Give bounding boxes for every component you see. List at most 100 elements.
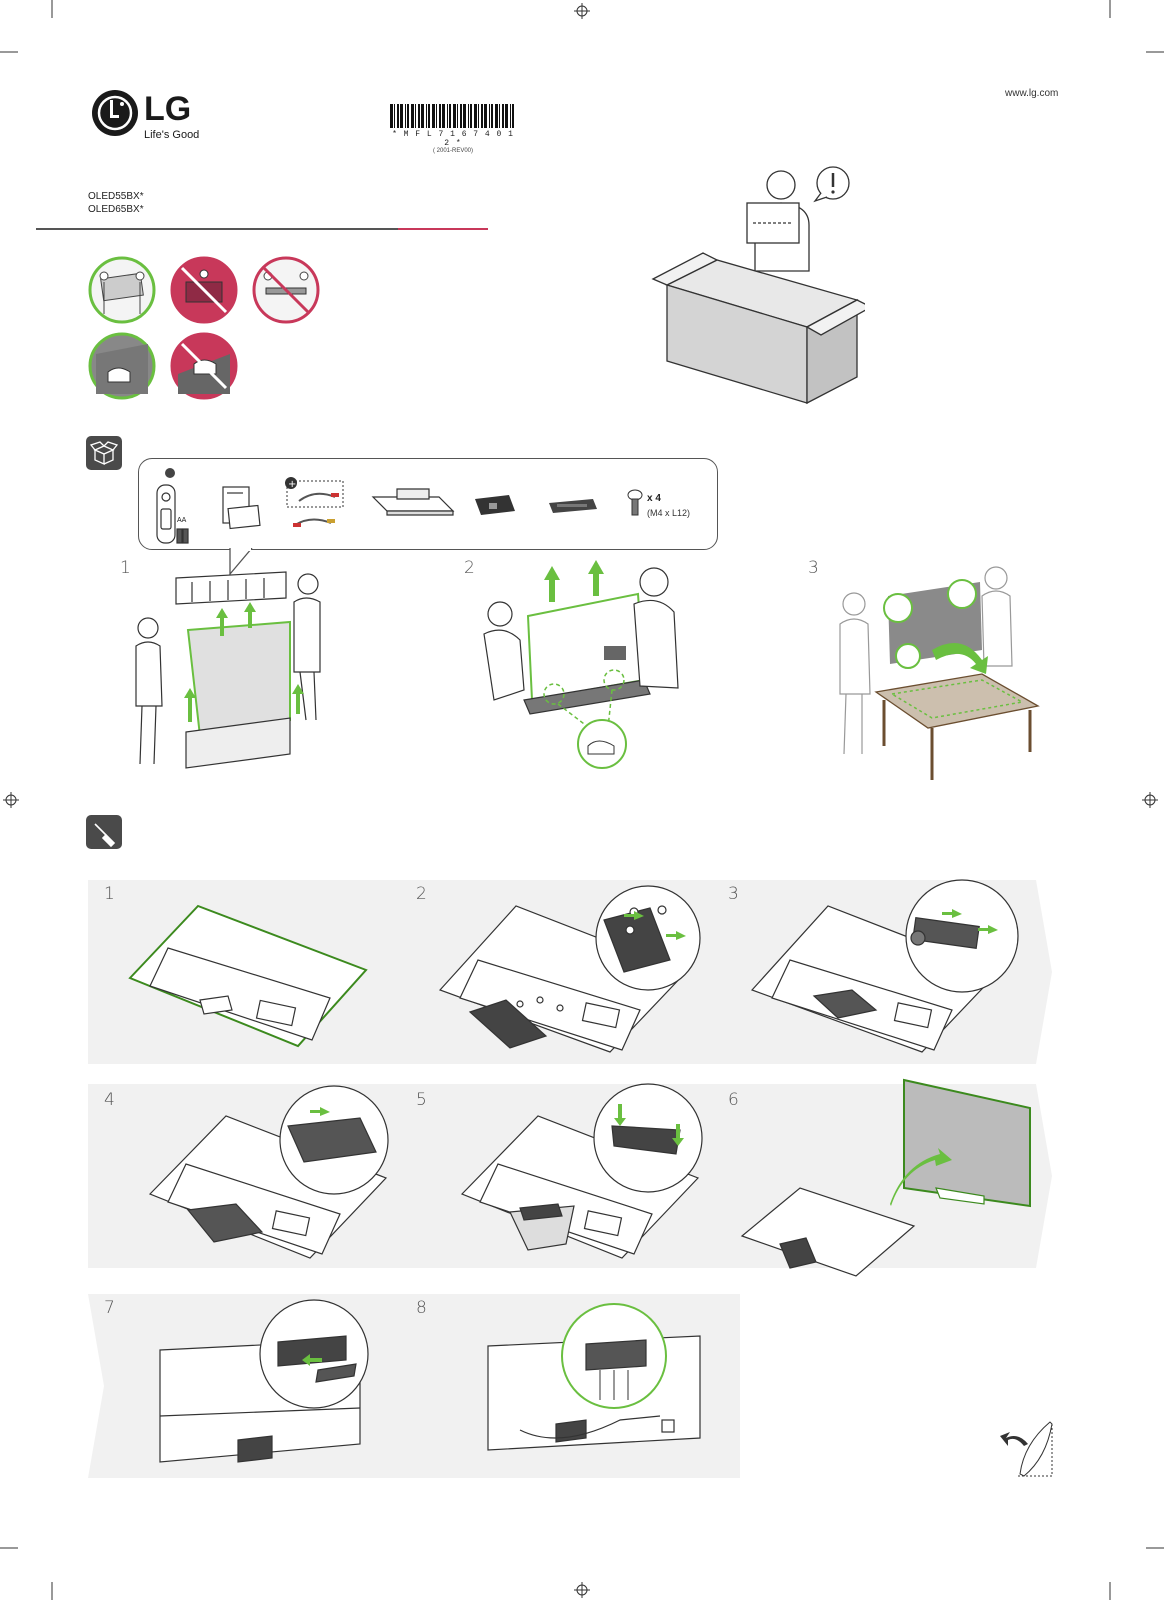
unbox-step-number: 1: [120, 558, 131, 578]
barcode-bar: [390, 104, 393, 128]
screwdriver-icon: [86, 815, 122, 849]
barcode-code: * M F L 7 1 6 7 4 0 1 2 *: [392, 130, 514, 148]
unbox-step-1-illustration: [135, 571, 321, 769]
correct-grip-icon: [88, 332, 156, 400]
assembly-step-7-tv: [159, 1299, 369, 1463]
screw-count: x 4: [647, 493, 661, 504]
barcode-bar: [457, 104, 458, 128]
stand-cover-icon: [549, 499, 597, 513]
remote-control-icon: [156, 468, 189, 544]
barcode-bar: [436, 104, 437, 128]
barcode-bar: [478, 104, 479, 128]
logo-tagline: Life's Good: [144, 129, 200, 141]
assembly-step-number: 5: [416, 1090, 427, 1110]
barcode-bar: [439, 104, 441, 128]
handling-guidelines: [88, 256, 320, 400]
assembly-step-number: 4: [104, 1090, 115, 1110]
assembly-step-2-tv: [438, 885, 701, 1053]
barcode-revision: ( 2001-REV00): [432, 148, 474, 154]
screw-spec: (M4 x L12): [647, 508, 691, 518]
barcode-bar: [512, 104, 514, 128]
barcode-bar: [468, 104, 469, 128]
correct-carry-icon: [88, 256, 156, 324]
barcode-bar: [491, 104, 493, 128]
stand-base-icon: [371, 488, 455, 516]
barcode-bar: [484, 104, 487, 128]
barcode-bar: [400, 104, 403, 128]
assembly-step-number: 1: [104, 884, 115, 904]
open-box-icon: [651, 252, 865, 405]
warning-bubble-icon: [813, 166, 850, 203]
wrong-carry-flat-icon: [252, 256, 320, 324]
page-turn-icon: [1000, 1421, 1053, 1477]
barcode-bar: [499, 104, 500, 128]
barcode-bar: [418, 104, 420, 128]
barcode-bar: [426, 104, 427, 128]
barcode-bar: [407, 104, 409, 128]
person-reading-icon: [746, 170, 810, 272]
unbox-step-3-illustration: [839, 566, 1040, 780]
barcode-bar: [449, 104, 451, 128]
website-link[interactable]: www.lg.com: [1005, 88, 1059, 99]
svg-text:+: +: [288, 479, 296, 490]
barcode: * M F L 7 1 6 7 4 0 1 2 * ( 2001-REV00): [388, 104, 518, 154]
unbox-step-number: 2: [464, 558, 475, 578]
assembly-step-1-tv: [128, 904, 368, 1048]
callout-pointer: [229, 548, 253, 576]
barcode-bar: [432, 104, 435, 128]
barcode-bar: [460, 104, 462, 128]
unbox-step-number: 3: [808, 558, 819, 578]
barcode-bar: [447, 104, 448, 128]
barcode-bar: [470, 104, 472, 128]
assembly-step-number: 7: [104, 1298, 115, 1318]
barcode-bar: [495, 104, 498, 128]
barcode-bar: [421, 104, 424, 128]
assembly-step-6-tv: [740, 1078, 1031, 1277]
assembly-step-5-tv: [460, 1083, 703, 1259]
cable-adapter-icon: +: [285, 477, 344, 527]
assembly-step-number: 3: [728, 884, 739, 904]
barcode-bar: [415, 104, 416, 128]
box-open-icon: [86, 436, 122, 470]
barcode-bar: [428, 104, 430, 128]
barcode-bar: [463, 104, 466, 128]
barcode-bar: [394, 104, 395, 128]
wrong-grip-icon: [170, 332, 238, 400]
accessories-panel: + AA x 4 (M4 x L12): [138, 458, 718, 550]
barcode-bar: [453, 104, 456, 128]
barcode-bar: [481, 104, 483, 128]
barcode-bars: [390, 104, 514, 128]
barcode-bar: [502, 104, 504, 128]
assembly-step-3-tv: [750, 879, 1019, 1053]
model-name: OLED65BX*: [88, 204, 144, 215]
wrong-carry-icon: [170, 256, 238, 324]
unbox-step-2-illustration: [483, 560, 679, 769]
model-name: OLED55BX*: [88, 191, 144, 202]
assembly-step-number: 8: [416, 1298, 427, 1318]
barcode-bar: [489, 104, 490, 128]
barcode-bar: [397, 104, 399, 128]
screw-icon: [627, 489, 643, 516]
barcode-bar: [510, 104, 511, 128]
assembly-step-number: 6: [728, 1090, 739, 1110]
barcode-bar: [405, 104, 406, 128]
assembly-step-4-tv: [148, 1085, 389, 1259]
stand-body-icon: [475, 495, 515, 515]
barcode-bar: [411, 104, 414, 128]
barcode-bar: [474, 104, 477, 128]
lg-logo: LG Life's Good: [90, 88, 210, 148]
assembly-step-8-tv: [487, 1303, 701, 1451]
logo-text: LG: [144, 90, 192, 128]
manual-icon: [222, 486, 261, 530]
header-divider-accent: [398, 228, 488, 230]
assembly-step-number: 2: [416, 884, 427, 904]
model-list: OLED55BX* OLED65BX*: [88, 190, 144, 216]
unpack-warning-illustration: [651, 166, 865, 405]
barcode-bar: [505, 104, 508, 128]
remote-battery-label: AA: [177, 517, 187, 524]
lg-face-icon: [92, 90, 138, 136]
barcode-bar: [442, 104, 445, 128]
header-divider: [36, 228, 398, 230]
